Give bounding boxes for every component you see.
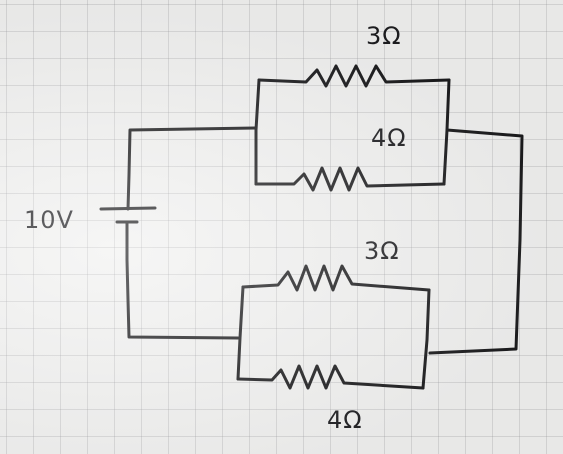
- wire-battery-bottom: [125, 221, 240, 340]
- battery-positive-plate: [99, 206, 157, 211]
- lower-branch-left-rail: [236, 285, 245, 381]
- resistor-r2-4ohm: [254, 166, 446, 192]
- resistor-r4-4ohm: [236, 364, 425, 390]
- resistor-r4-label: 4Ω: [327, 406, 363, 434]
- lower-branch-right-rail: [421, 288, 431, 390]
- battery-voltage-label: 10V: [24, 206, 74, 234]
- upper-branch-left-rail: [254, 78, 261, 186]
- resistor-r1-3ohm: [257, 64, 451, 88]
- wire-right-side: [428, 128, 524, 355]
- resistor-r3-label: 3Ω: [364, 237, 400, 265]
- resistor-r1-label: 3Ω: [366, 22, 402, 50]
- resistor-r2-label: 4Ω: [371, 124, 407, 152]
- wire-battery-top: [126, 126, 257, 211]
- upper-branch-right-rail: [442, 78, 451, 186]
- resistor-r3-3ohm: [241, 264, 431, 292]
